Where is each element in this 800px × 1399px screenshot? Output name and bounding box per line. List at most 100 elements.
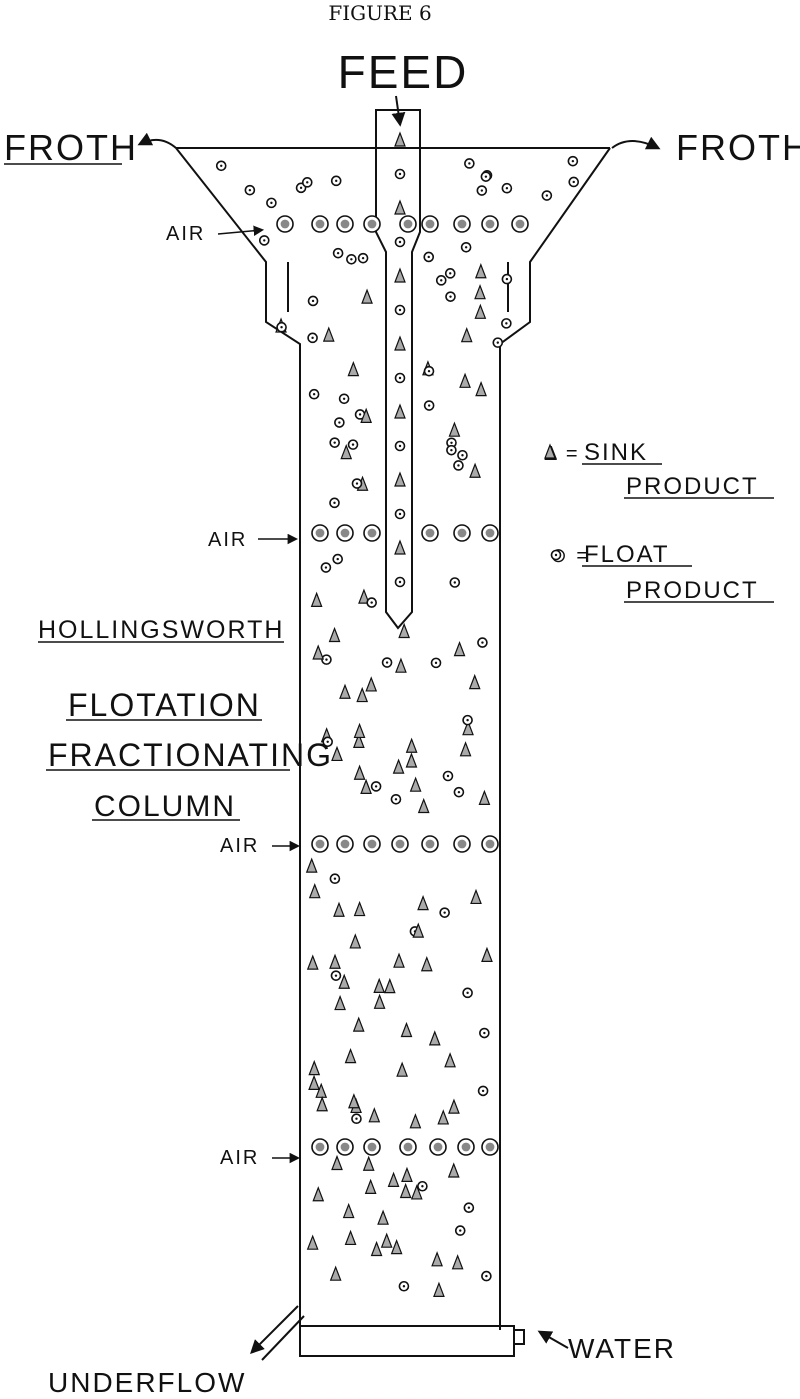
legend-sink-line1: SINK [584, 439, 648, 466]
sink-particle-5 [470, 888, 482, 905]
float-particle-44-dot [248, 188, 252, 192]
air-bubble-2-3-core [395, 839, 405, 849]
air-bubble-2-4-core [425, 839, 435, 849]
water-label: WATER [568, 1333, 676, 1364]
particles-layer [215, 131, 580, 1297]
sink-particle-20 [312, 1186, 325, 1202]
air-bubble-1-3-core [425, 528, 435, 538]
float-particle-54-dot [505, 322, 508, 325]
float-particle-51-dot [280, 326, 283, 329]
sink-particle-15 [417, 894, 429, 911]
pipe-float-582-dot [398, 580, 402, 584]
air-label-4: AIR [220, 1147, 259, 1169]
air-bubble-3-3-core [403, 1142, 413, 1152]
air-bubble-0-4-core [403, 219, 413, 229]
water-arrow [537, 1330, 569, 1349]
legend-float-symbol: ⊙ = [550, 545, 590, 567]
sink-particle-46 [428, 1030, 441, 1046]
float-particle-16-dot [446, 774, 450, 778]
sink-particle-54 [333, 901, 345, 917]
float-particle-15-dot [333, 441, 336, 444]
pipe-sink-412 [394, 403, 406, 419]
air-bubble-3-0-core [315, 1142, 325, 1152]
sink-particle-29 [348, 1093, 360, 1109]
feed-label: FEED [338, 46, 469, 98]
sink-particle-17 [339, 683, 351, 699]
sink-particle-32 [329, 1265, 342, 1281]
sink-particle-18 [460, 327, 473, 343]
sink-particle-23 [352, 732, 365, 748]
air-label-3: AIR [220, 835, 259, 857]
sink-particle-14 [393, 952, 405, 968]
underflow-arrow [250, 1305, 299, 1354]
column-outline-left [175, 147, 301, 1330]
air-bubble-2-2-core [367, 839, 377, 849]
sink-particle-31 [342, 1202, 355, 1219]
float-particle-39-dot [449, 295, 452, 298]
air-bubble-1-4-core [457, 528, 467, 538]
legend-sink-line2: PRODUCT [626, 473, 759, 500]
column-name-line4: COLUMN [94, 790, 236, 823]
float-particle-64-dot [334, 974, 338, 977]
legend-sink-icon [544, 443, 556, 459]
column-outline-right [499, 147, 611, 1330]
air-bubble-3-6-core [485, 1142, 495, 1152]
float-particle-10-dot [427, 255, 430, 259]
sink-particle-81 [362, 1155, 375, 1171]
sink-particle-67 [306, 954, 319, 970]
pipe-sink-480 [394, 471, 406, 487]
sink-particle-36 [401, 1166, 413, 1183]
float-particle-59-dot [481, 1089, 485, 1093]
air-bubble-0-3-core [367, 219, 377, 229]
sink-particle-19 [347, 360, 360, 377]
float-particle-7-dot [299, 186, 303, 190]
float-particle-13-dot [361, 256, 365, 260]
sink-particle-62 [451, 1254, 464, 1270]
float-particle-66-dot [480, 189, 484, 192]
sink-particle-50 [308, 1074, 320, 1090]
float-particle-3-dot [325, 658, 328, 661]
sink-particle-48 [316, 1096, 329, 1112]
air-label-1: AIR [166, 223, 205, 245]
sink-particle-13 [468, 673, 481, 690]
column-name-line2: FLOTATION [68, 687, 261, 723]
float-particle-27-dot [333, 877, 337, 880]
float-particle-65-dot [427, 369, 431, 373]
float-particle-58-dot [461, 454, 464, 457]
float-particle-2-dot [336, 557, 339, 561]
float-particle-33-dot [263, 239, 266, 242]
pipe-sink-208 [394, 199, 406, 215]
pipe-sink-548 [394, 539, 406, 555]
air-bubble-2-6-core [485, 839, 495, 849]
air-bubble-0-2-core [340, 219, 350, 229]
float-particle-68-dot [333, 501, 336, 505]
sink-particle-12 [462, 720, 474, 736]
froth-right-label: FROTH [676, 127, 800, 168]
float-particle-47-dot [402, 1285, 406, 1288]
sink-particle-4 [352, 1016, 365, 1032]
sink-particle-51 [437, 1109, 450, 1125]
float-particle-52-dot [440, 279, 443, 282]
froth-left-label: FROTH [4, 127, 138, 168]
float-particle-29-dot [355, 1117, 358, 1120]
sink-particle-53 [459, 372, 471, 388]
sink-particle-8 [481, 946, 493, 962]
sink-particle-56 [400, 1021, 413, 1038]
float-particle-56-dot [306, 181, 309, 184]
sink-particle-74 [331, 745, 343, 762]
float-particle-12-dot [358, 413, 362, 416]
sink-particle-64 [474, 303, 487, 319]
sink-particle-59 [453, 640, 466, 657]
legend-float-line1: FLOAT [584, 541, 670, 568]
legend-sink-symbol: Δ = [544, 443, 580, 465]
air-bubble-0-0-core [280, 219, 290, 229]
float-particle-38-dot [496, 341, 499, 344]
sink-particle-76 [459, 741, 472, 757]
pipe-float-310-dot [398, 308, 402, 312]
sink-particle-41 [373, 977, 386, 993]
sink-particle-61 [474, 263, 487, 279]
float-particle-42-dot [311, 336, 314, 340]
sink-particle-44 [420, 956, 433, 972]
float-particle-57-dot [468, 162, 471, 165]
underflow-arrow-2 [261, 1315, 305, 1361]
